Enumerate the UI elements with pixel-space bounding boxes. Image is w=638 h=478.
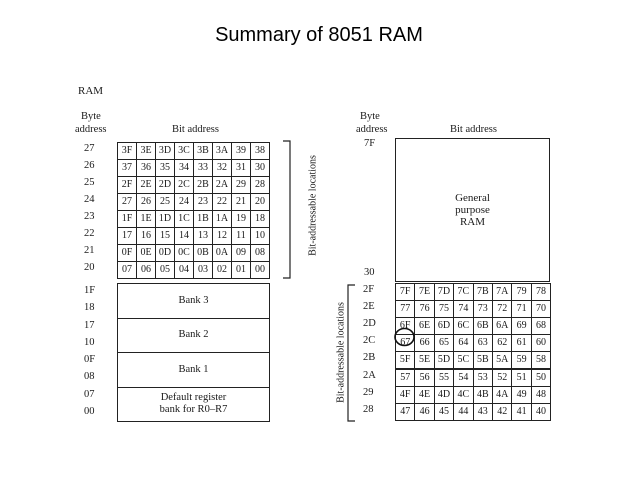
left-bit-cell: 00 (250, 261, 270, 279)
left-byte-header: Byte (81, 111, 101, 122)
bank-bottom-address: 00 (84, 405, 95, 417)
left-byte-address: 21 (84, 245, 95, 256)
bank-bottom-address: 18 (84, 302, 95, 313)
left-byte-address: 20 (84, 262, 95, 273)
right-bottom-addr: 30 (364, 267, 375, 278)
left-byte-address: 22 (84, 228, 95, 239)
bank-top-address: 1F (84, 285, 96, 296)
right-byte-address: 2A (363, 369, 376, 381)
page-title: Summary of 8051 RAM (215, 24, 423, 46)
left-byte-address: 25 (84, 177, 95, 188)
circled-bit-marker (394, 327, 415, 347)
ram-label: RAM (78, 85, 104, 97)
bank-top-address: 17 (84, 319, 95, 331)
left-bit-header: Bit address (172, 124, 219, 135)
bank-bottom-address: 10 (84, 336, 95, 348)
left-bit-cell: 02 (212, 261, 232, 279)
bank-bottom-address: 08 (84, 371, 95, 382)
right-bit-cell: 50 (530, 368, 552, 387)
register-bank-0: Default register bank for R0–R7 (117, 386, 270, 422)
right-byte-address: 2F (363, 284, 375, 295)
right-address-header: address (356, 124, 388, 135)
general-purpose-ram: General purpose RAM (395, 138, 550, 282)
bank-top-address: 07 (84, 388, 95, 400)
left-byte-address: 24 (84, 194, 95, 205)
register-bank-1: Bank 1 (117, 352, 270, 388)
right-bit-cell: 40 (530, 402, 552, 421)
right-byte-address: 29 (363, 386, 374, 398)
left-byte-address: 26 (84, 160, 95, 171)
right-byte-address: 2B (363, 352, 376, 364)
right-byte-header: Byte (360, 111, 380, 122)
right-bit-header: Bit address (450, 124, 497, 135)
right-byte-address: 28 (363, 403, 374, 415)
left-byte-address: 23 (84, 211, 95, 222)
right-bit-cell: 60 (530, 334, 552, 353)
register-bank-2: Bank 2 (117, 317, 270, 353)
right-byte-address: 2C (363, 335, 376, 347)
right-byte-address: 2D (363, 318, 376, 330)
right-bit-cell: 78 (530, 283, 552, 302)
register-bank-3: Bank 3 (117, 283, 270, 319)
left-bit-cell: 28 (250, 176, 270, 194)
left-byte-address: 27 (84, 143, 95, 154)
right-bit-cell: 48 (530, 385, 552, 404)
right-byte-address: 2E (363, 301, 375, 313)
right-top-addr: 7F (364, 138, 376, 149)
bank-top-address: 0F (84, 354, 96, 365)
left-address-header: address (75, 124, 107, 135)
